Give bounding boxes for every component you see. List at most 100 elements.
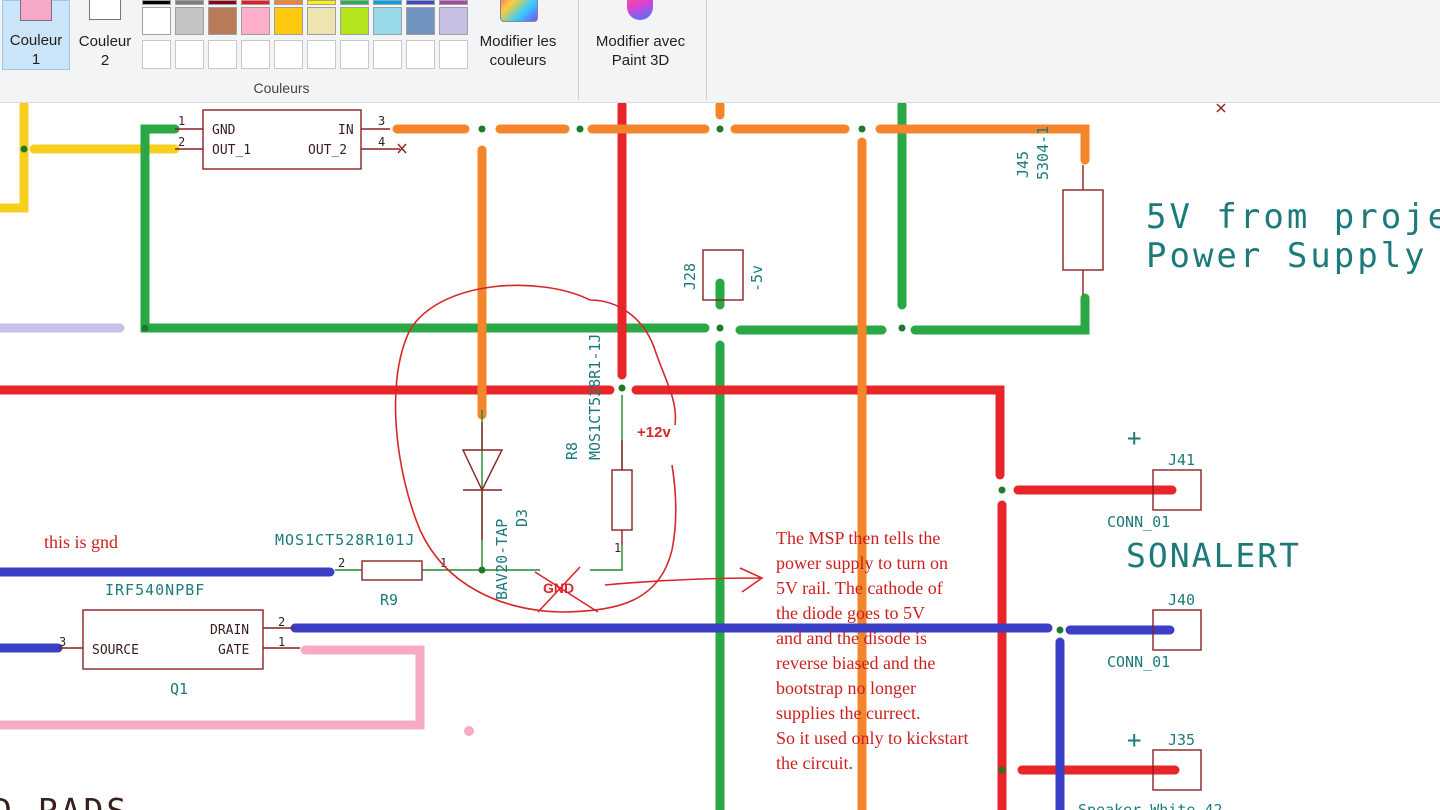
palette-swatch[interactable] bbox=[439, 40, 468, 69]
palette-swatch[interactable] bbox=[175, 7, 204, 35]
palette-swatch[interactable] bbox=[274, 7, 303, 35]
q1-body bbox=[82, 609, 264, 670]
pin-number: 2 bbox=[178, 135, 185, 149]
palette-swatch[interactable] bbox=[175, 40, 204, 69]
palette-swatch[interactable] bbox=[274, 0, 303, 5]
paint3d-icon bbox=[627, 0, 653, 20]
palette-swatch[interactable] bbox=[241, 40, 270, 69]
q1-source-label: SOURCE bbox=[92, 643, 139, 658]
j28-ref: J28 bbox=[681, 263, 699, 290]
regulator-u-body bbox=[202, 109, 362, 170]
msp-explanation-note: The MSP then tells the power supply to t… bbox=[776, 528, 969, 773]
wire-green-right bbox=[735, 293, 1090, 335]
annotation-gnd-label: GND bbox=[543, 580, 574, 596]
r8-ref: R8 bbox=[563, 442, 581, 460]
j41-body bbox=[1152, 469, 1202, 511]
j45-body bbox=[1062, 189, 1104, 271]
junction bbox=[576, 125, 584, 133]
palette-swatch[interactable] bbox=[274, 40, 303, 69]
palette-swatch[interactable] bbox=[439, 0, 468, 5]
j41-ref: J41 bbox=[1168, 451, 1195, 469]
palette-swatch[interactable] bbox=[241, 0, 270, 5]
palette-swatch[interactable] bbox=[307, 0, 336, 5]
palette-swatch[interactable] bbox=[307, 40, 336, 69]
wire-green-main bbox=[140, 124, 710, 333]
u-out2-label: OUT_2 bbox=[308, 143, 347, 158]
junction bbox=[716, 324, 724, 332]
palette-swatch[interactable] bbox=[208, 40, 237, 69]
junction bbox=[478, 125, 486, 133]
junction bbox=[618, 384, 626, 392]
colors-group-label: Couleurs bbox=[253, 80, 310, 96]
sonalert-label: SONALERT bbox=[1126, 536, 1301, 575]
r8-body bbox=[611, 469, 633, 531]
color2-button[interactable]: Couleur 2 bbox=[72, 0, 138, 70]
d3-ref: D3 bbox=[513, 509, 531, 527]
no-connect-x-top bbox=[1216, 103, 1226, 113]
color1-button[interactable]: Couleur 1 bbox=[2, 0, 70, 70]
q1-pins bbox=[58, 627, 300, 649]
j35-ref: J35 bbox=[1168, 731, 1195, 749]
pin-number: 1 bbox=[178, 114, 185, 128]
pin-number: 1 bbox=[614, 541, 621, 555]
title-line-2: Power Supply B bbox=[1146, 236, 1440, 276]
junction bbox=[998, 486, 1006, 494]
palette-swatch[interactable] bbox=[307, 7, 336, 35]
pin-number: 4 bbox=[378, 135, 385, 149]
junction bbox=[898, 324, 906, 332]
wire-blue-drain bbox=[290, 623, 1175, 635]
junction bbox=[998, 766, 1006, 774]
palette-swatch[interactable] bbox=[406, 0, 435, 5]
palette-swatch[interactable] bbox=[142, 0, 171, 5]
wire-yellow-left bbox=[0, 115, 29, 213]
pin-number: 3 bbox=[59, 635, 66, 649]
gnd-note: this is gnd bbox=[44, 532, 119, 552]
color1-label: Couleur 1 bbox=[9, 32, 63, 68]
palette-swatch[interactable] bbox=[175, 0, 204, 5]
no-connect-x bbox=[397, 143, 407, 154]
r9-body bbox=[361, 560, 423, 581]
palette-swatch[interactable] bbox=[406, 7, 435, 35]
paint-ribbon: Couleur 1 Couleur 2 Modifier les couleur… bbox=[0, 0, 1440, 103]
annotation-12v: +12v bbox=[637, 424, 671, 441]
paint3d-button[interactable]: Modifier avec Paint 3D bbox=[583, 0, 698, 70]
palette-swatch[interactable] bbox=[373, 7, 402, 35]
palette-swatch[interactable] bbox=[373, 40, 402, 69]
palette-swatch[interactable] bbox=[340, 7, 369, 35]
pin-number: 1 bbox=[278, 635, 285, 649]
d3-value: BAV20-TAP bbox=[493, 519, 511, 600]
palette-swatch[interactable] bbox=[373, 0, 402, 5]
color-spectrum-icon bbox=[500, 0, 538, 22]
palette-swatch[interactable] bbox=[406, 40, 435, 69]
j40-body bbox=[1152, 609, 1202, 651]
palette-swatch[interactable] bbox=[340, 0, 369, 5]
speaker-label-partial: Speaker White 42 bbox=[1078, 801, 1223, 810]
r9-value: MOS1CT528R101J bbox=[275, 531, 415, 549]
j28-body bbox=[702, 249, 744, 301]
j28-value: -5v bbox=[748, 265, 766, 292]
pin-number: 2 bbox=[338, 556, 345, 570]
palette-swatch[interactable] bbox=[208, 7, 237, 35]
palette-swatch[interactable] bbox=[208, 0, 237, 5]
j45-value: 5304-1 bbox=[1034, 126, 1052, 180]
pin-number: 2 bbox=[278, 615, 285, 629]
q1-gate-label: GATE bbox=[218, 643, 249, 658]
color2-label: Couleur 2 bbox=[78, 33, 132, 69]
d3-diode bbox=[461, 422, 504, 540]
u-out1-label: OUT_1 bbox=[212, 143, 251, 158]
plus-j35: + bbox=[1127, 726, 1141, 754]
palette-swatch[interactable] bbox=[241, 7, 270, 35]
palette-swatch[interactable] bbox=[439, 7, 468, 35]
palette-swatch[interactable] bbox=[340, 40, 369, 69]
color1-swatch bbox=[20, 0, 52, 21]
palette-swatch[interactable] bbox=[142, 40, 171, 69]
annotation-arrow bbox=[604, 567, 764, 593]
edit-colors-button[interactable]: Modifier les couleurs bbox=[470, 0, 566, 70]
annotation-circle bbox=[394, 284, 677, 613]
u-gnd-label: GND bbox=[212, 123, 236, 138]
junction bbox=[716, 125, 724, 133]
regulator-pins bbox=[175, 128, 400, 150]
palette-swatch[interactable] bbox=[142, 7, 171, 35]
pink-dot bbox=[464, 726, 474, 736]
